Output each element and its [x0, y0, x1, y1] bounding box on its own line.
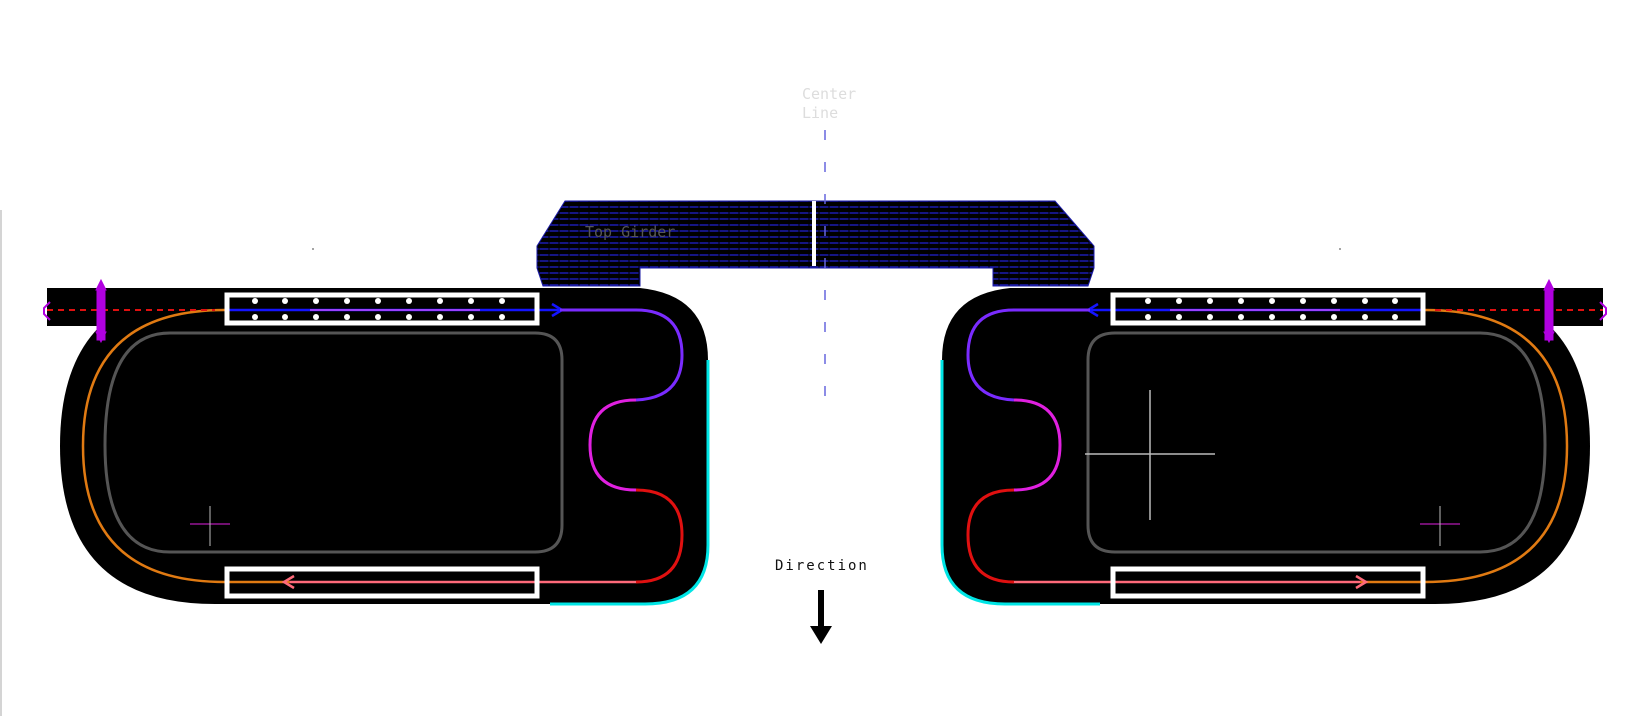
right-loop-body — [940, 288, 1590, 606]
left-violet-marker — [43, 278, 107, 344]
top-girder-label: Top Girder — [585, 223, 675, 241]
left-loop-body — [60, 288, 710, 606]
center-line-label-2: Line — [802, 104, 838, 122]
right-violet-marker — [1543, 278, 1607, 344]
direction-label: Direction — [775, 558, 869, 574]
center-line-label-1: Center — [802, 85, 856, 103]
direction-arrow-icon — [810, 590, 832, 644]
top-girder — [536, 200, 1095, 287]
axis-cross-marker — [1085, 390, 1215, 520]
